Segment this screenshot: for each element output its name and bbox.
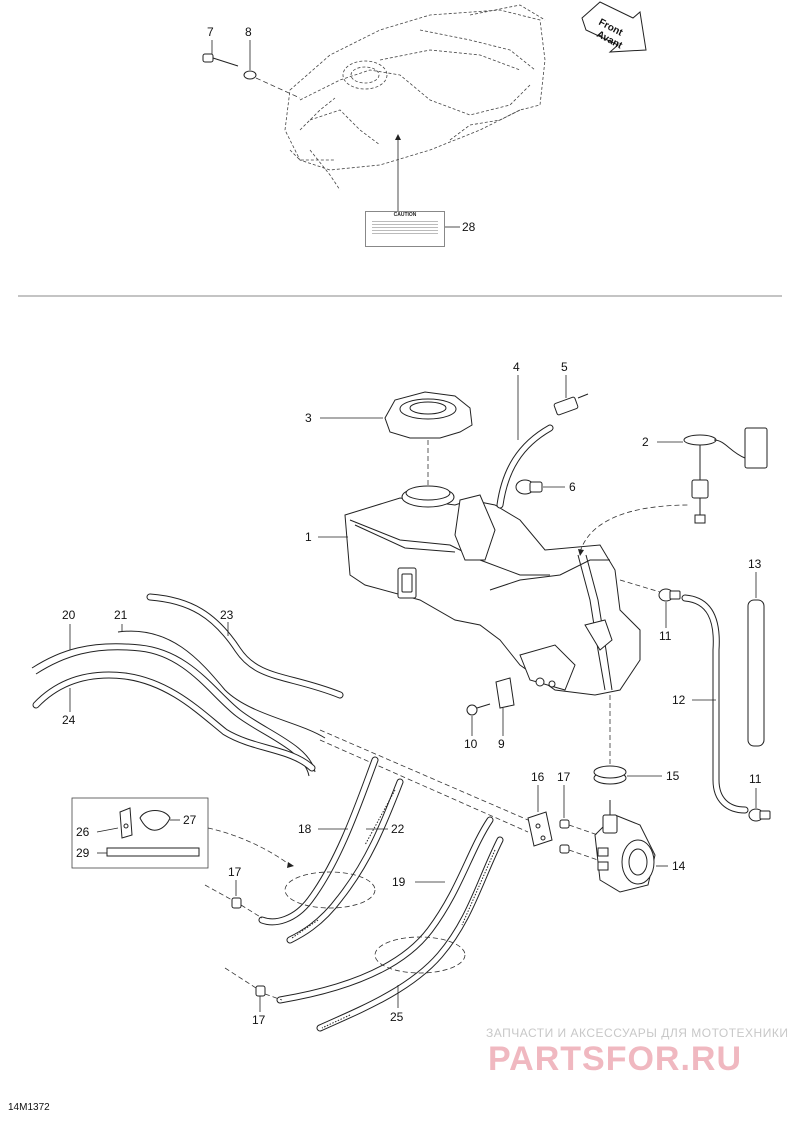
watermark-logo: PARTSFOR.RU [488,1040,743,1078]
callout-19: 19 [392,875,406,889]
nut-17-bottom [255,985,266,997]
filler-cap-3 [384,391,473,439]
callout-13: 13 [748,557,762,571]
nut-17-middle [231,897,242,909]
callout-22: 22 [391,822,405,836]
callout-5: 5 [561,360,568,374]
callout-16: 16 [531,770,545,784]
caution-decal-28: CAUTION [365,211,445,247]
oil-tank-1 [344,485,641,696]
callout-18: 18 [298,822,312,836]
plate-16 [527,811,553,847]
drawing-number: 14M1372 [8,1102,50,1113]
callout-26: 26 [76,825,90,839]
callout-7: 7 [207,25,214,39]
callout-25: 25 [390,1010,404,1024]
callout-3: 3 [305,411,312,425]
callout-23: 23 [220,608,234,622]
hose-21 [117,630,326,739]
washer-8 [243,70,257,80]
clamp-6 [515,479,543,495]
hose-24 [32,671,316,772]
ring-15 [593,765,627,785]
hose-20 [31,643,316,777]
level-sensor-2 [683,427,768,524]
callout-28: 28 [462,220,476,234]
callout-17-pump: 17 [557,770,571,784]
callout-14: 14 [672,859,686,873]
hose-23 [146,593,344,699]
callout-1: 1 [305,530,312,544]
fitting-5 [553,393,589,416]
body-panel-assembly [284,4,546,191]
callout-11-upper: 11 [659,629,672,643]
caution-title: CAUTION [393,212,417,218]
hose-13 [747,599,765,747]
oil-pump-14 [594,800,656,893]
hose-25 [316,836,504,1032]
callout-17-bottom: 17 [252,1013,266,1027]
hose-22 [286,778,404,944]
callout-15: 15 [666,769,680,783]
watermark-tagline: ЗАПЧАСТИ И АКСЕССУАРЫ ДЛЯ МОТОТЕХНИКИ [486,1026,789,1040]
callout-4: 4 [513,360,520,374]
callout-20: 20 [62,608,76,622]
callout-10: 10 [464,737,478,751]
hose-18 [258,756,379,926]
clamp-11-upper [658,588,681,602]
callout-17-middle: 17 [228,865,242,879]
nut-17-pump [559,819,570,854]
screw-10 [466,703,491,716]
callout-12: 12 [672,693,686,707]
vent-hose-4 [496,424,554,509]
hose-12 [681,594,749,814]
hardware-kit-box [71,797,209,869]
bolt-7 [202,53,239,67]
callout-8: 8 [245,25,252,39]
bracket-9 [495,677,515,709]
callout-24: 24 [62,713,76,727]
callout-9: 9 [498,737,505,751]
callout-6: 6 [569,480,576,494]
clamp-11-lower [748,808,771,822]
callout-11-lower: 11 [749,772,762,786]
callout-2: 2 [642,435,649,449]
callout-29: 29 [76,846,90,860]
callout-21: 21 [114,608,128,622]
callout-27: 27 [183,813,197,827]
front-orientation-arrow: Front Avant [581,1,647,53]
hose-19 [276,816,494,1004]
